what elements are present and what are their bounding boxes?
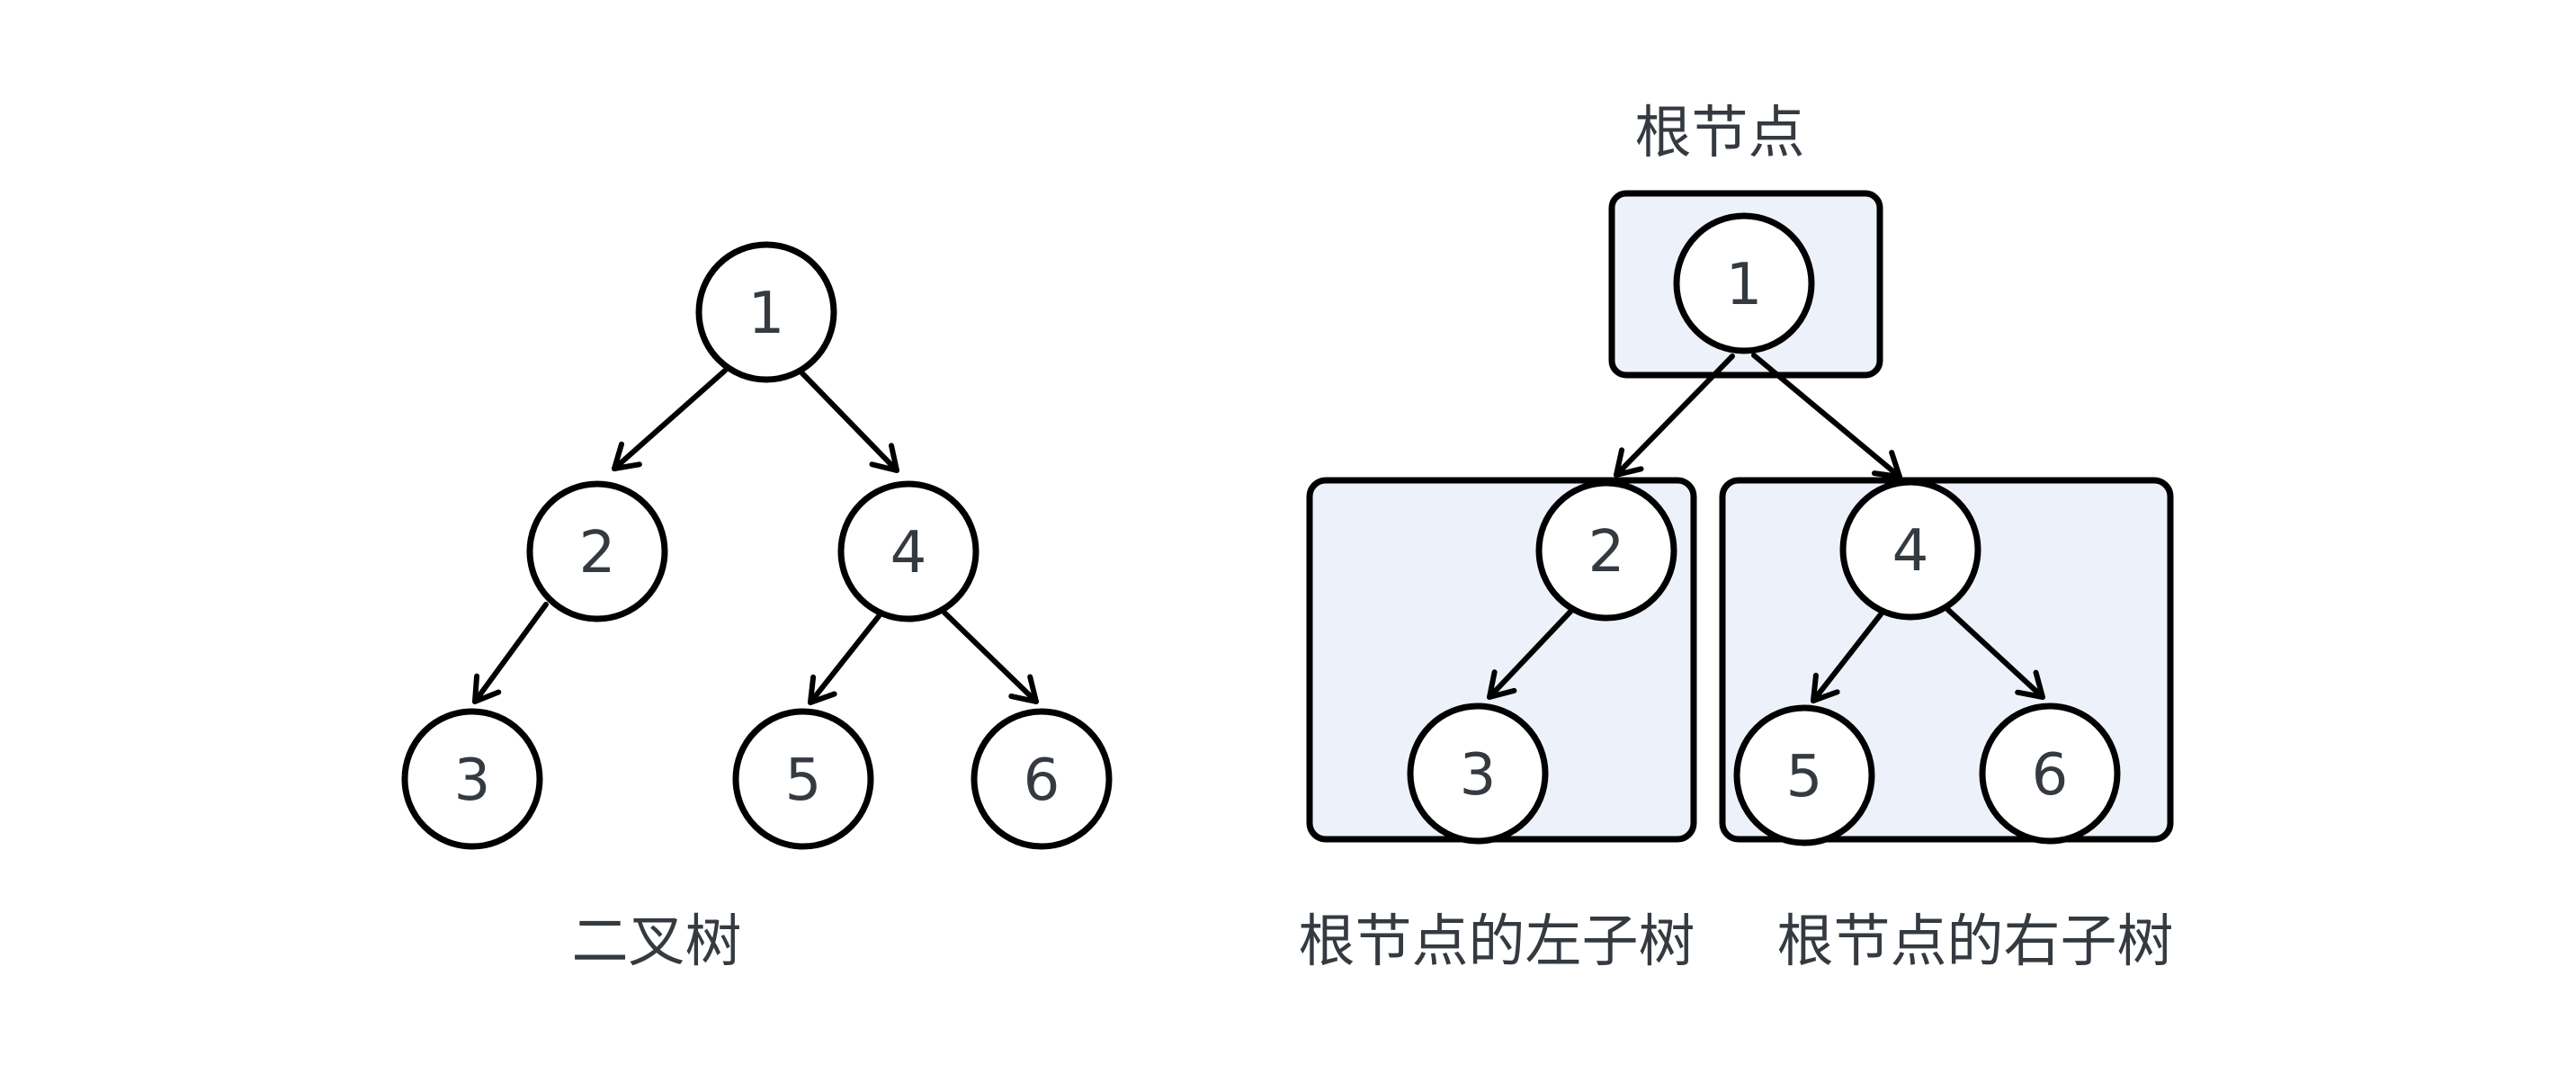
- tree-node-2: [526, 480, 668, 622]
- tree-node-3: [401, 708, 543, 850]
- tree-node-6: [970, 708, 1113, 850]
- tree-node-1: [1673, 212, 1815, 354]
- node-value: 2: [579, 520, 616, 586]
- node-value: 3: [1460, 742, 1497, 809]
- node-value: 4: [1892, 518, 1929, 585]
- tree-node-4: [837, 480, 979, 622]
- edge-2-3: [472, 602, 549, 704]
- node-value: 2: [1588, 519, 1625, 586]
- edge-4-6: [942, 610, 1039, 704]
- binary-tree-figure: 1 2 4 3 5 6 二叉树: [401, 241, 1113, 974]
- node-value: 5: [785, 747, 822, 814]
- node-value: 5: [1786, 744, 1823, 810]
- node-value: 6: [1024, 747, 1060, 814]
- tree-node-6: [1979, 703, 2121, 845]
- tree-node-5: [1733, 704, 1875, 846]
- node-value: 1: [1726, 252, 1763, 318]
- edge-1-2: [612, 368, 728, 471]
- edge-root-right: [1751, 353, 1902, 479]
- tree-node-4: [1839, 479, 1981, 621]
- tree-node-3: [1407, 703, 1549, 845]
- node-value: 6: [2032, 742, 2069, 809]
- edge-1-4: [800, 371, 899, 473]
- edge-4-5: [1811, 612, 1883, 703]
- left-subtree-label: 根节点的左子树: [1299, 908, 1695, 974]
- figure-caption: 二叉树: [572, 908, 742, 974]
- edge-4-5: [808, 613, 881, 705]
- tree-node-2: [1535, 479, 1677, 622]
- node-value: 1: [748, 281, 785, 347]
- node-value: 4: [890, 520, 927, 586]
- edge-4-6: [1945, 607, 2045, 700]
- tree-node-5: [732, 708, 874, 850]
- decomposition-figure: 根节点 1 2 4 3 5 6 根节点的左子树 根节点的右子树: [1299, 100, 2174, 974]
- tree-node-1: [695, 241, 837, 383]
- root-label: 根节点: [1635, 100, 1805, 166]
- right-subtree-label: 根节点的右子树: [1777, 908, 2174, 974]
- node-value: 3: [454, 747, 491, 814]
- edge-2-3: [1487, 609, 1573, 700]
- edge-root-left: [1614, 354, 1735, 478]
